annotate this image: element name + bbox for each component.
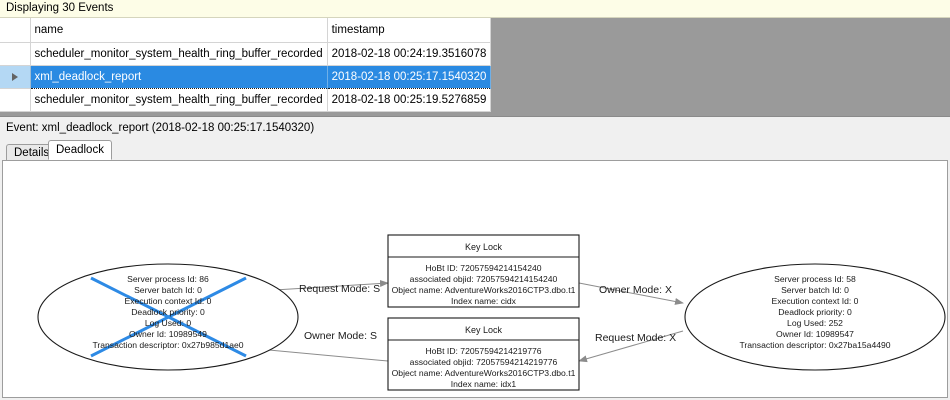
process-right-line-3: Deadlock priority: 0 — [778, 307, 852, 317]
edge-label-bottom-owner-left: Owner Mode: S — [304, 330, 377, 342]
cell-name[interactable]: xml_deadlock_report — [30, 64, 328, 89]
victim-marker-icon — [90, 276, 247, 358]
process-right-line-6: Transaction descriptor: 0x27ba15a4490 — [739, 340, 890, 350]
resource-node-top[interactable]: Key Lock HoBt ID: 72057594214154240 asso… — [387, 234, 580, 308]
edge-top-owner-right — [578, 282, 684, 305]
edge-label-top-owner-right: Owner Mode: X — [599, 284, 672, 296]
process-left-line-2: Execution context Id: 0 — [125, 296, 212, 306]
events-grid[interactable]: name timestamp scheduler_monitor_system_… — [0, 18, 950, 117]
process-left-line-5: Owner Id: 10989549 — [129, 329, 207, 339]
process-left-line-3: Deadlock priority: 0 — [131, 307, 205, 317]
process-right-line-2: Execution context Id: 0 — [772, 296, 859, 306]
process-left-line-0: Server process Id: 86 — [127, 274, 209, 284]
cell-timestamp[interactable]: 2018-02-18 00:25:17.1540320 — [327, 64, 492, 89]
cell-timestamp[interactable]: 2018-02-18 00:25:19.5276859 — [327, 88, 492, 112]
resource-top-line-2: Object name: AdventureWorks2016CTP3.dbo.… — [392, 285, 576, 295]
resource-top-line-1: associated objid: 72057594214154240 — [410, 274, 558, 284]
row-selector-cell[interactable] — [0, 65, 31, 89]
process-right-line-0: Server process Id: 58 — [774, 274, 856, 284]
table-row[interactable]: scheduler_monitor_system_health_ring_buf… — [0, 42, 492, 66]
row-selector-cell[interactable] — [0, 88, 31, 112]
svg-text:Request Mode: S: Request Mode: S — [299, 283, 380, 295]
row-selector-cell[interactable] — [0, 42, 31, 66]
resource-top-title: Key Lock — [465, 242, 503, 252]
svg-text:Request Mode: X: Request Mode: X — [595, 332, 676, 344]
process-right-line-1: Server batch Id: 0 — [781, 285, 849, 295]
edge-right-request-bottom — [578, 330, 684, 363]
process-left-line-6: Transaction descriptor: 0x27b985d1ae0 — [92, 340, 243, 350]
column-header-timestamp[interactable]: timestamp — [327, 18, 492, 43]
process-left-line-4: Log Used: 0 — [145, 318, 192, 328]
deadlock-graph-canvas[interactable]: Server process Id: 86 Server batch Id: 0… — [2, 160, 948, 398]
resource-top-line-0: HoBt ID: 72057594214154240 — [425, 263, 541, 273]
cell-timestamp[interactable]: 2018-02-18 00:24:19.3516078 — [327, 42, 492, 66]
table-header-row: name timestamp — [0, 18, 492, 43]
process-right-line-5: Owner Id: 10989547 — [776, 329, 854, 339]
cell-name[interactable]: scheduler_monitor_system_health_ring_buf… — [30, 42, 328, 66]
resource-top-line-3: Index name: cidx — [451, 296, 517, 306]
resource-bottom-line-1: associated objid: 72057594214219776 — [410, 357, 558, 367]
column-header-selector[interactable] — [0, 18, 31, 43]
process-left-line-1: Server batch Id: 0 — [134, 285, 202, 295]
resource-bottom-line-0: HoBt ID: 72057594214219776 — [425, 346, 541, 356]
events-count-banner: Displaying 30 Events — [0, 0, 950, 18]
tab-deadlock[interactable]: Deadlock — [48, 140, 112, 160]
edge-label-left-request-top: Request Mode: S — [299, 283, 380, 295]
resource-bottom-line-2: Object name: AdventureWorks2016CTP3.dbo.… — [392, 368, 576, 378]
process-node-left[interactable]: Server process Id: 86 Server batch Id: 0… — [37, 263, 299, 371]
process-node-right[interactable]: Server process Id: 58 Server batch Id: 0… — [684, 263, 946, 371]
edge-label-right-request-bottom: Request Mode: X — [595, 332, 676, 344]
resource-bottom-title: Key Lock — [465, 325, 503, 335]
process-right-line-4: Log Used: 252 — [787, 318, 843, 328]
tab-strip: Details Deadlock — [0, 140, 950, 160]
events-table: name timestamp scheduler_monitor_system_… — [0, 18, 492, 112]
table-row[interactable]: xml_deadlock_report 2018-02-18 00:25:17.… — [0, 64, 492, 89]
column-header-name[interactable]: name — [30, 18, 328, 43]
event-title: Event: xml_deadlock_report (2018-02-18 0… — [0, 118, 950, 138]
svg-text:Owner Mode: X: Owner Mode: X — [599, 284, 672, 296]
cell-name[interactable]: scheduler_monitor_system_health_ring_buf… — [30, 88, 328, 112]
resource-node-bottom[interactable]: Key Lock HoBt ID: 72057594214219776 asso… — [387, 317, 580, 391]
resource-bottom-line-3: Index name: idx1 — [451, 379, 517, 389]
table-row[interactable]: scheduler_monitor_system_health_ring_buf… — [0, 88, 492, 112]
svg-text:Owner Mode: S: Owner Mode: S — [304, 330, 377, 342]
row-selector-arrow-icon — [11, 72, 18, 81]
